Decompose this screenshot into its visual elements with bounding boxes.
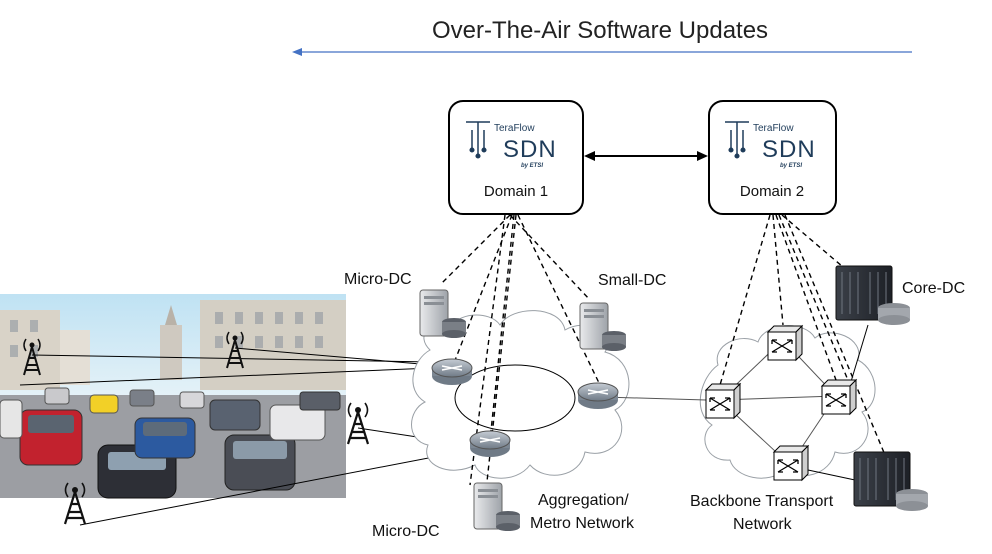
antenna-icon (226, 331, 244, 369)
aggregation-label-line1: Aggregation/ (538, 492, 629, 509)
controller-domain2: TeraFlow SDN by ETSI Domain 2 (708, 100, 837, 215)
antenna-icon (346, 402, 370, 445)
brand-top: TeraFlow (753, 123, 794, 134)
optical-switch-icon (766, 324, 804, 362)
backbone-cloud (699, 325, 876, 479)
backbone-label-line1: Backbone Transport (690, 493, 834, 510)
server-icon (579, 302, 626, 351)
brand-main: SDN (503, 136, 557, 163)
router-icon (577, 382, 619, 409)
controller-domain1: TeraFlow SDN by ETSI Domain 1 (448, 100, 584, 215)
datacenter-rack-icon (835, 265, 910, 325)
brand-by: by ETSI (780, 163, 802, 169)
core-dc-link (849, 324, 869, 386)
optical-switch-icon (704, 382, 742, 420)
brand-main: SDN (762, 136, 816, 163)
router-icon (431, 358, 473, 385)
inter-domain-link (584, 151, 708, 161)
metro-backbone-link (602, 396, 707, 401)
teraflow-logo-icon (725, 121, 749, 159)
aggregation-label-line2: Metro Network (530, 515, 635, 532)
brand-top: TeraFlow (494, 123, 535, 134)
optical-switch-icon (772, 444, 810, 482)
aggregation-cloud (411, 310, 630, 479)
server-icon (419, 289, 466, 338)
backbone-label-line2: Network (733, 516, 793, 533)
teraflow-logo-icon (466, 121, 490, 159)
optical-switch-icon (820, 378, 858, 416)
core-dc-link (807, 469, 856, 481)
city-traffic-image (0, 294, 346, 499)
micro-dc-top-label: Micro-DC (344, 271, 412, 288)
page-title: Over-The-Air Software Updates (432, 17, 768, 44)
server-icon (473, 482, 520, 531)
ota-direction-arrow (292, 48, 912, 56)
brand-by: by ETSI (521, 163, 543, 169)
antenna-icon (23, 338, 41, 376)
core-dc-label: Core-DC (902, 280, 965, 297)
small-dc-label: Small-DC (598, 272, 666, 289)
micro-dc-bottom-label: Micro-DC (372, 523, 440, 540)
antenna-icon (63, 482, 87, 525)
domain2-control-links (719, 214, 886, 456)
router-icon (469, 430, 511, 457)
controller-label: Domain 1 (484, 183, 548, 200)
controller-label: Domain 2 (740, 183, 804, 200)
datacenter-rack-icon (853, 451, 928, 511)
